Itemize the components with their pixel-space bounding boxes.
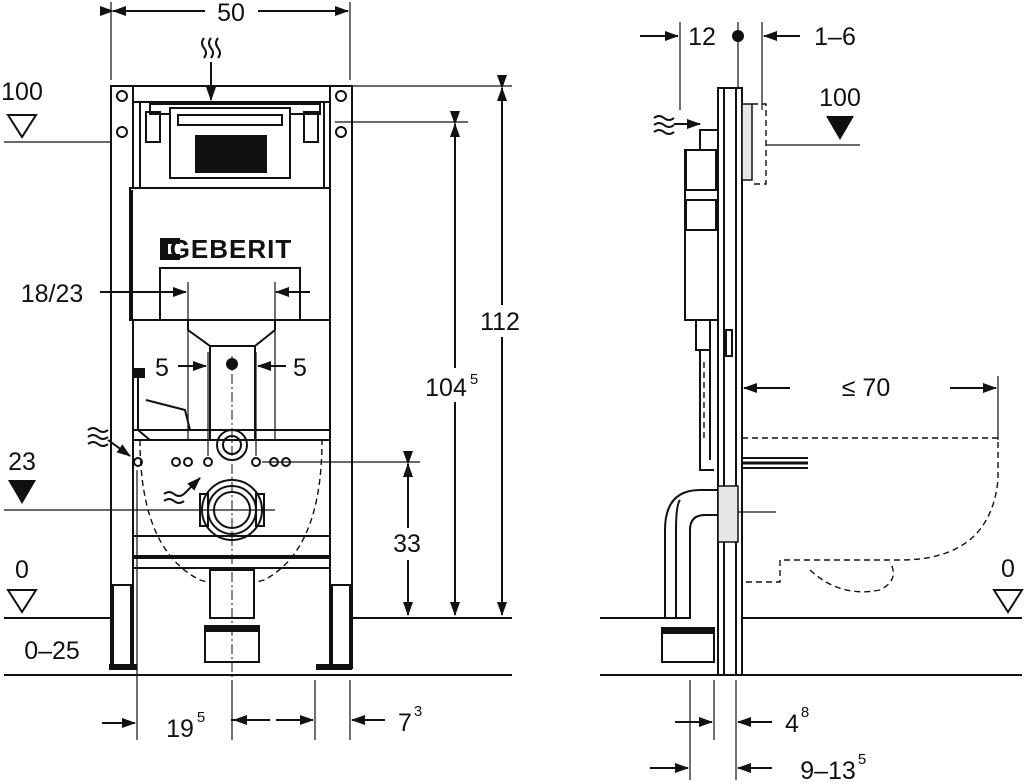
water-supply-symbol-top (201, 37, 221, 101)
water-symbol-side (653, 115, 701, 135)
main-height-label: 104 (425, 374, 467, 402)
offset-left-label: 5 (155, 354, 169, 382)
geberit-logo-mark (160, 238, 180, 260)
top-offset-label: 12 (688, 23, 716, 51)
bowl-projection-label: ≤ 70 (842, 374, 890, 402)
level-23-label: 23 (8, 448, 36, 476)
dim-bottom-front: 19 5 7 3 (102, 470, 422, 743)
installation-depth-sup: 5 (858, 751, 866, 768)
installation-depth-label: 9–13 (800, 757, 856, 783)
dim-main-height: 104 5 (422, 111, 486, 616)
flush-pipe (133, 346, 256, 461)
geberit-logo: GEBERIT (170, 234, 293, 264)
dim-bottom-side: 4 8 9–13 5 (650, 680, 866, 783)
drain-pipe-side (661, 485, 776, 663)
offset-right-label: 5 (293, 354, 307, 382)
foot-offset-label: 19 (166, 715, 194, 743)
bowl-outline-side (742, 437, 999, 593)
level-100-label: 100 (1, 78, 43, 106)
foot-depth-label: 7 (398, 709, 412, 737)
cistern: GEBERIT (129, 101, 331, 347)
dim-top-side: 12 1–6 (640, 22, 856, 110)
level-0-front: 0 (4, 556, 512, 619)
dim-flush-spacing: 18/23 (21, 280, 310, 440)
flush-spacing-label: 18/23 (21, 280, 84, 308)
frame-depth-sup: 8 (801, 704, 809, 721)
water-symbol-left (87, 427, 131, 457)
level-100-side: 100 (766, 84, 861, 146)
dim-bowl-projection: ≤ 70 (743, 374, 999, 440)
dim-offsets: 5 5 (155, 352, 307, 456)
width-top-label: 50 (217, 0, 245, 27)
floor-buildup: 0–25 (4, 637, 512, 676)
dim-total-height: 112 (350, 75, 524, 616)
level-23-front: 23 (4, 448, 420, 511)
total-height-label: 112 (480, 308, 520, 336)
main-height-sup: 5 (470, 371, 478, 388)
floor-buildup-label: 0–25 (24, 637, 80, 665)
frame-depth-label: 4 (785, 710, 799, 738)
side-level-100-label: 100 (819, 84, 861, 112)
foot-depth-sup: 3 (414, 703, 422, 720)
water-symbol-drain (163, 477, 201, 504)
cistern-side (684, 129, 719, 471)
dim-drain-height: 33 (386, 451, 430, 616)
level-100-front: 100 (1, 78, 468, 143)
foot-offset-sup: 5 (197, 709, 205, 726)
side-level-0-label: 0 (1001, 555, 1015, 583)
frame-side (717, 87, 808, 676)
level-0-label: 0 (15, 556, 29, 584)
dim-width-top: 50 (100, 0, 351, 80)
drain-height-label: 33 (393, 530, 421, 558)
wall-finish-label: 1–6 (814, 23, 856, 51)
front-view: 50 (1, 0, 524, 743)
level-0-side: 0 (600, 555, 1024, 676)
side-view: 12 1–6 (600, 22, 1024, 783)
